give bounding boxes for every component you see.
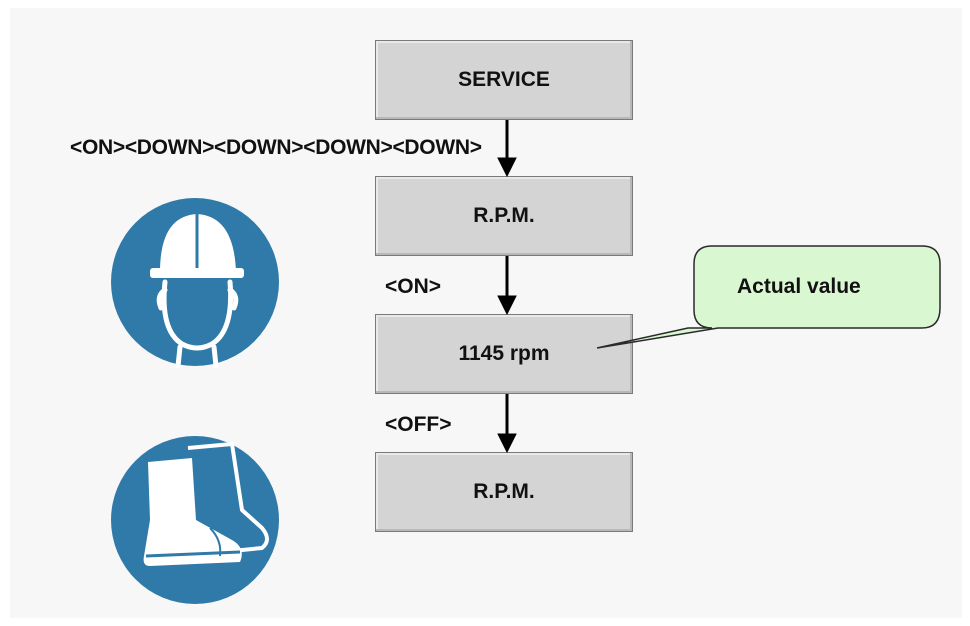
- arrow-2-head: [497, 295, 517, 316]
- arrows: [497, 120, 517, 454]
- service-box-label: SERVICE: [458, 68, 550, 91]
- rpm-box-1: R.P.M.: [375, 176, 633, 256]
- key-sequence-label: <ON><DOWN><DOWN><DOWN><DOWN>: [70, 136, 482, 159]
- rpm-box-2: R.P.M.: [375, 452, 633, 532]
- callout-label: Actual value: [737, 275, 861, 298]
- hard-hat-required-icon: [111, 198, 279, 369]
- service-box: SERVICE: [375, 40, 633, 120]
- off-key-label: <OFF>: [385, 413, 452, 436]
- safety-boots-required-icon: [111, 436, 279, 604]
- arrow-3-head: [497, 433, 517, 454]
- value-box-label: 1145 rpm: [458, 342, 550, 365]
- actual-value-callout: [596, 245, 941, 349]
- on-key-label: <ON>: [385, 275, 442, 298]
- rpm-box-2-label: R.P.M.: [473, 480, 535, 503]
- arrow-1-head: [497, 157, 517, 178]
- value-box: 1145 rpm: [375, 314, 633, 394]
- rpm-box-1-label: R.P.M.: [473, 204, 535, 227]
